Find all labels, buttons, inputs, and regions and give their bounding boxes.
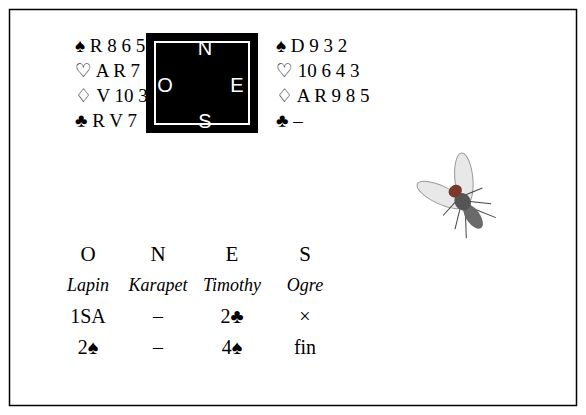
hand-line: ♢ A R 9 8 5 [276, 86, 370, 105]
bid-cell: 2♠ [78, 337, 99, 357]
bid-cell: 2♣ [220, 306, 243, 326]
bid-cell: × [299, 306, 310, 326]
compass-letter: S [198, 111, 211, 131]
fly-illustration [408, 145, 509, 248]
compass-letter: N [198, 38, 212, 58]
hand-line: ♠ R 8 6 5 [75, 36, 145, 55]
compass-letter: E [230, 75, 243, 95]
bid-cell: – [153, 337, 163, 357]
bid-cell: 1SA [70, 306, 106, 326]
hand-line: ♢ V 10 3 [75, 86, 148, 105]
seat-heading: S [299, 244, 311, 265]
player-name: Lapin [67, 276, 109, 294]
bid-cell: – [153, 306, 163, 326]
player-name: Ogre [287, 276, 323, 294]
outer-frame [10, 10, 577, 406]
seat-heading: N [150, 244, 165, 265]
player-name: Timothy [203, 276, 261, 294]
seat-heading: E [226, 244, 239, 265]
compass-letter: O [157, 75, 173, 95]
seat-heading: O [80, 244, 95, 265]
bid-cell: 4♠ [222, 337, 243, 357]
compass-box: N O ES [146, 33, 258, 133]
hand-line: ♣ – [276, 111, 303, 130]
hand-line: ♣ R V 7 [75, 111, 137, 130]
player-name: Karapet [128, 276, 187, 294]
hand-line: ♠ D 9 3 2 [276, 36, 347, 55]
bid-cell: fin [294, 337, 316, 357]
hand-line: ♡ 10 6 4 3 [276, 61, 360, 80]
hand-line: ♡ A R 7 [75, 61, 140, 80]
